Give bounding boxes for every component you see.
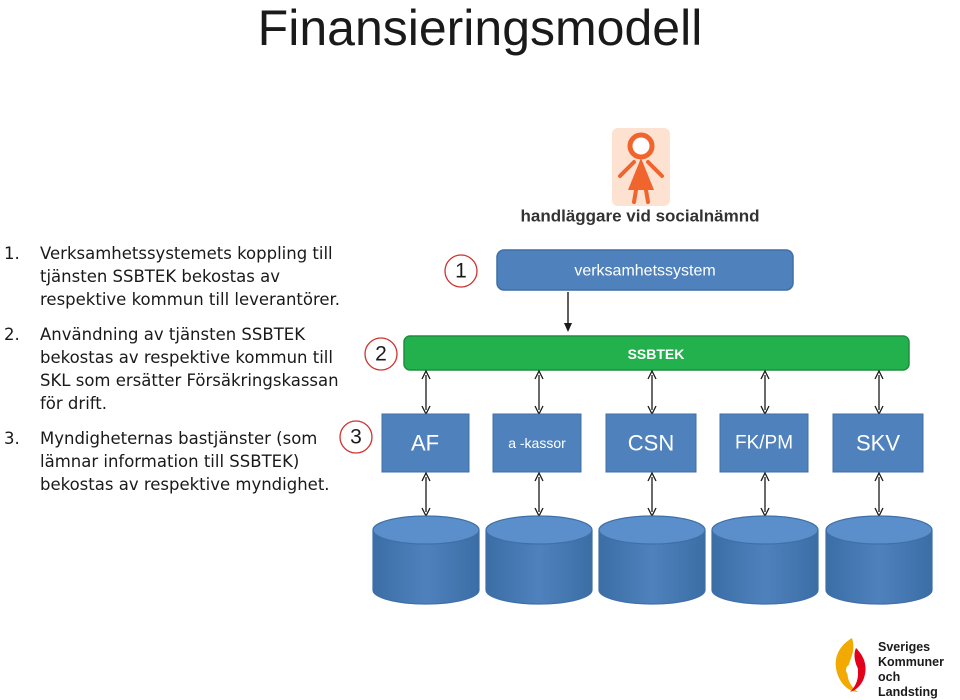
marker-3 [339, 420, 373, 454]
person-icon [612, 128, 670, 206]
marker-2 [364, 337, 398, 371]
database-icon [711, 515, 819, 605]
funding-list: 1. Verksamhetssystemets koppling till tj… [4, 242, 344, 508]
agency-label: FK/PM [735, 433, 793, 454]
agency-csn: CSN [598, 375, 706, 605]
marker-3-label: 3 [350, 426, 362, 449]
ssbtek-label: SSBTEK [628, 346, 685, 362]
database-icon [825, 515, 933, 605]
agency-label: CSN [628, 431, 674, 456]
agency-label: SKV [856, 431, 900, 456]
actor-label: handläggare vid socialnämnd [520, 207, 759, 226]
database-icon [598, 515, 706, 605]
list-text: Verksamhetssystemets koppling till tjäns… [40, 244, 341, 309]
sun-flame-icon [835, 638, 866, 692]
list-number: 1. [4, 244, 20, 263]
slide-title: Finansieringsmodell [257, 0, 703, 56]
agency-fk-pm: FK/PM [711, 375, 819, 605]
list-text: Myndigheternas bastjänster (som lämnar i… [40, 429, 330, 494]
agency-box [381, 413, 470, 473]
list-item-3: 3. Myndigheternas bastjänster (som lämna… [4, 427, 344, 496]
agency-skv: SKV [825, 375, 933, 605]
agency-box [605, 413, 697, 473]
verksamhetssystem-box [496, 249, 794, 291]
list-number: 2. [4, 325, 20, 344]
marker-1 [444, 254, 478, 288]
marker-1-label: 1 [455, 260, 467, 283]
marker-2-label: 2 [375, 343, 387, 366]
agency-label: AF [411, 431, 439, 456]
logo-text: Sveriges Kommuner och Landsting [878, 640, 960, 700]
database-icon [372, 515, 480, 605]
database-icon [485, 515, 593, 605]
logo-line: Sveriges [878, 640, 931, 654]
financing-diagram: handläggare vid socialnämnd verksamhetss… [339, 128, 933, 605]
agency-a-kassor: a -kassor [485, 375, 593, 605]
list-item-1: 1. Verksamhetssystemets koppling till tj… [4, 242, 344, 311]
skl-logo: Sveriges Kommuner och Landsting [828, 634, 960, 699]
logo-line: Kommuner [878, 655, 944, 669]
list-text: Användning av tjänsten SSBTEK bekostas a… [40, 325, 339, 413]
list-number: 3. [4, 429, 20, 448]
list-item-2: 2. Användning av tjänsten SSBTEK bekosta… [4, 323, 344, 415]
verksamhetssystem-label: verksamhetssystem [574, 263, 715, 280]
agency-label: a -kassor [508, 435, 566, 451]
agency-box [832, 413, 924, 473]
agency-af: AF [372, 375, 480, 605]
